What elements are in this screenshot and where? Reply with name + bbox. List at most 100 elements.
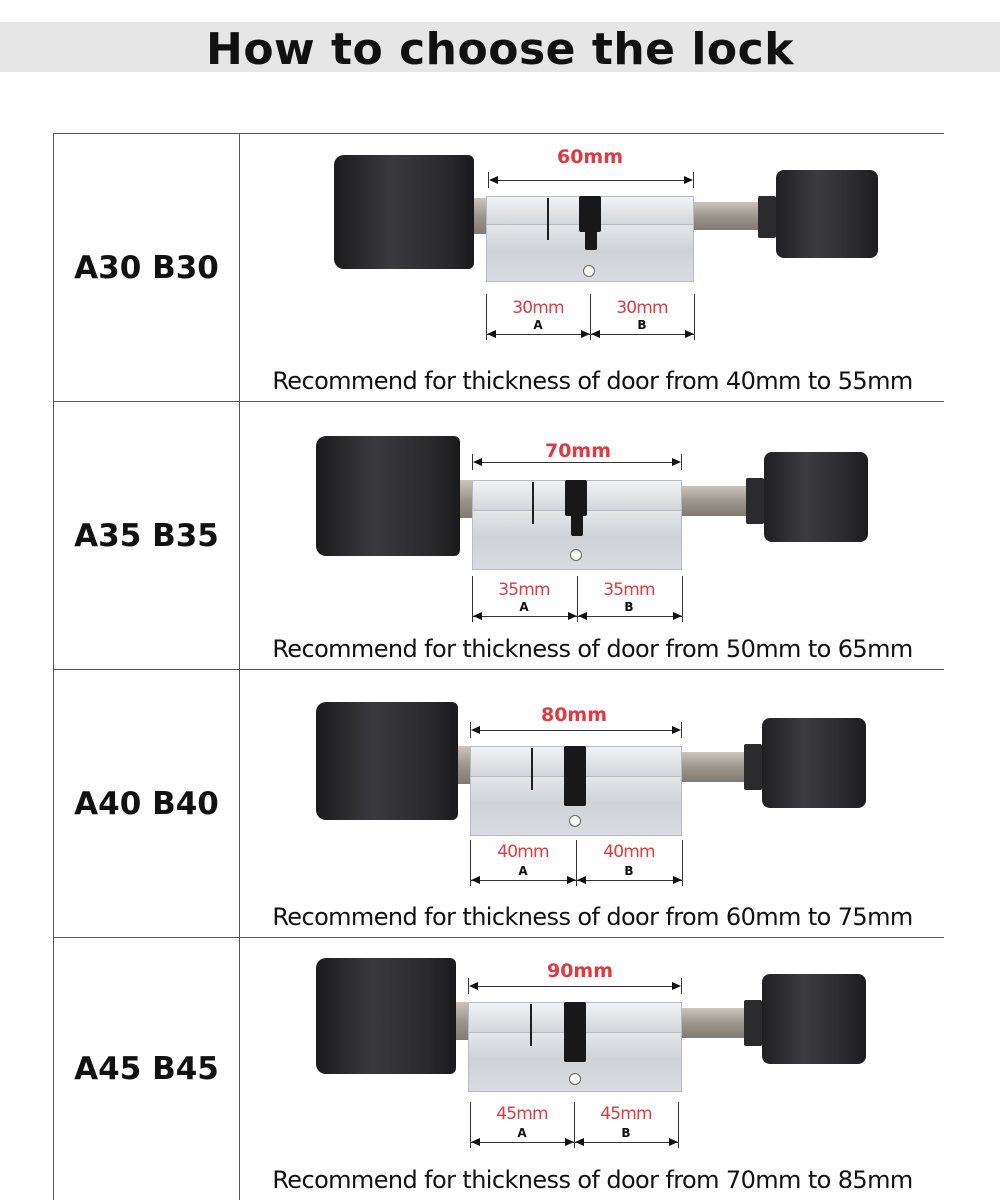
cylinder-cam-tab: [585, 230, 597, 250]
cylinder-screw-hole: [583, 265, 595, 277]
arrow-right-icon: [568, 612, 577, 620]
sub-dim-line: [472, 616, 682, 617]
b-length-label: 40mm: [603, 842, 655, 862]
cylinder-cam-tab: [571, 514, 583, 536]
table-row: A30 B30 60mm: [53, 134, 944, 402]
dim-tick: [470, 722, 471, 738]
knob-collar: [744, 744, 762, 790]
door-thickness-caption: Recommend for thickness of door from 60m…: [272, 903, 913, 931]
lock-cylinder-icon: 80mm 40mm 40mm A B: [240, 670, 945, 900]
cylinder-cam: [564, 746, 586, 784]
page-title: How to choose the lock: [206, 24, 794, 75]
arrow-right-icon: [581, 330, 590, 338]
b-length-label: 45mm: [600, 1104, 652, 1124]
right-spindle: [682, 486, 748, 516]
lock-diagram-cell: 60mm 30mm 30mm A B Recommend for thic: [240, 134, 945, 401]
dim-tick: [468, 978, 469, 994]
dim-tick: [472, 576, 473, 622]
dim-tick: [486, 294, 487, 340]
thumb-turn-knob: [764, 452, 868, 542]
total-length-label: 70mm: [544, 440, 612, 462]
a-length-label: 45mm: [496, 1104, 548, 1124]
door-thickness-caption: Recommend for thickness of door from 40m…: [272, 367, 913, 395]
right-spindle: [694, 202, 760, 230]
sub-dim-line: [486, 334, 694, 335]
title-band: [0, 22, 1000, 72]
lock-cylinder-icon: 90mm 45mm 45mm A B: [240, 938, 945, 1168]
fingerprint-knob: [316, 702, 458, 820]
b-length-label: 35mm: [603, 580, 655, 600]
model-label: A35 B35: [74, 517, 219, 554]
dim-tick: [470, 1102, 471, 1148]
model-cell: A30 B30: [54, 134, 240, 401]
a-letter: A: [518, 864, 528, 878]
arrow-right-icon: [673, 876, 682, 884]
cylinder-screw-hole: [569, 1073, 581, 1085]
dim-tick: [590, 294, 591, 340]
arrow-right-icon: [672, 458, 681, 466]
left-spindle: [460, 480, 474, 518]
total-length-label: 60mm: [556, 146, 624, 168]
sub-dim-line: [470, 1142, 678, 1143]
cylinder-cam-tab: [564, 782, 586, 806]
dim-tick: [682, 840, 683, 886]
right-spindle: [682, 752, 746, 782]
arrow-left-icon: [578, 612, 587, 620]
dim-tick: [693, 172, 694, 188]
b-length-label: 30mm: [616, 298, 668, 318]
a-letter: A: [517, 1126, 527, 1140]
b-letter: B: [637, 318, 647, 332]
dim-tick: [681, 722, 682, 738]
arrow-right-icon: [565, 1138, 574, 1146]
model-cell: A35 B35: [54, 402, 240, 669]
model-cell: A40 B40: [54, 670, 240, 937]
dim-tick: [678, 1102, 679, 1148]
cylinder-slit: [532, 482, 534, 524]
cylinder-slit: [547, 198, 549, 240]
arrow-left-icon: [575, 1138, 584, 1146]
arrow-left-icon: [591, 330, 600, 338]
lock-cylinder-icon: 60mm 30mm 30mm A B: [240, 134, 945, 364]
arrow-right-icon: [567, 876, 576, 884]
a-length-label: 30mm: [512, 298, 564, 318]
b-letter: B: [621, 1126, 631, 1140]
arrow-left-icon: [471, 726, 480, 734]
left-spindle: [456, 1002, 470, 1040]
cylinder-screw-hole: [569, 815, 581, 827]
dim-tick: [681, 978, 682, 994]
fingerprint-knob: [316, 958, 456, 1074]
dim-tick: [470, 840, 471, 886]
left-spindle: [458, 746, 472, 784]
cylinder-cam: [564, 1002, 586, 1038]
cylinder-cam-tab: [564, 1036, 586, 1062]
fingerprint-knob: [334, 155, 474, 269]
arrow-left-icon: [471, 1138, 480, 1146]
a-letter: A: [519, 600, 529, 614]
cylinder-screw-hole: [570, 549, 582, 561]
door-thickness-caption: Recommend for thickness of door from 70m…: [272, 1166, 913, 1194]
knob-collar: [746, 478, 764, 524]
dim-tick: [681, 454, 682, 470]
table-row: A40 B40 80mm: [53, 670, 944, 938]
cylinder-slit: [530, 1004, 532, 1046]
arrow-left-icon: [471, 876, 480, 884]
arrow-left-icon: [487, 330, 496, 338]
arrow-right-icon: [672, 982, 681, 990]
door-thickness-caption: Recommend for thickness of door from 50m…: [272, 635, 913, 663]
model-label: A40 B40: [74, 785, 219, 822]
dim-tick: [694, 294, 695, 340]
thumb-turn-knob: [762, 974, 866, 1064]
arrow-right-icon: [673, 612, 682, 620]
a-length-label: 35mm: [498, 580, 550, 600]
total-dim-line: [496, 180, 686, 181]
table-row: A45 B45 90mm: [53, 938, 944, 1200]
dim-tick: [576, 840, 577, 886]
b-letter: B: [624, 600, 634, 614]
thumb-turn-knob: [762, 718, 866, 808]
lock-cylinder-icon: 70mm 35mm 35mm A B: [240, 402, 945, 632]
b-letter: B: [624, 864, 634, 878]
total-dim-line: [476, 986, 674, 987]
sub-dim-line: [470, 880, 682, 881]
a-letter: A: [533, 318, 543, 332]
total-dim-line: [478, 730, 674, 731]
